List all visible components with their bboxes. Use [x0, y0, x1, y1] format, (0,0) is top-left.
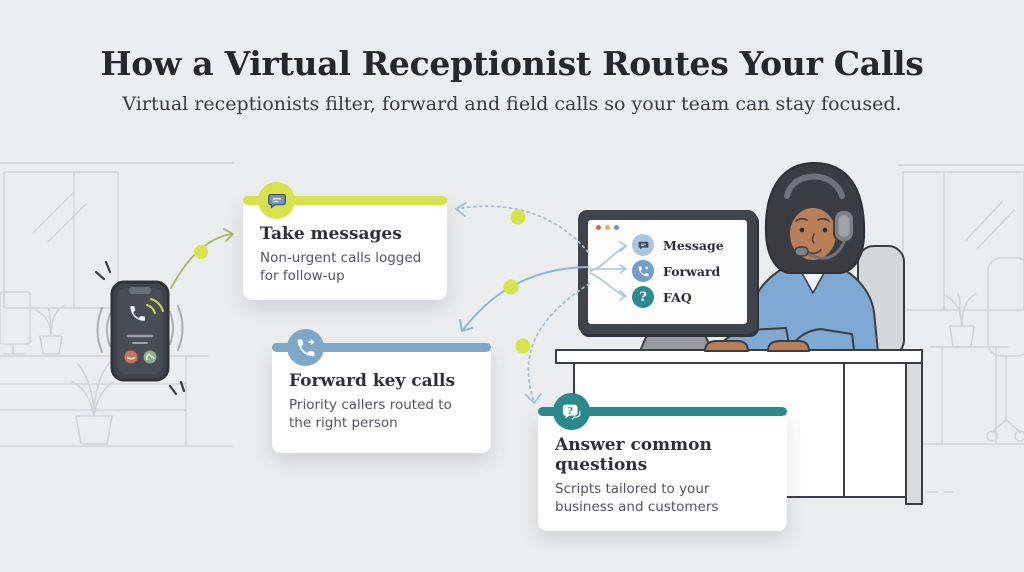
monitor: Message Forward ? FAQ — [578, 210, 757, 334]
svg-text:?: ? — [567, 405, 572, 416]
monitor-options: Message Forward ? FAQ — [632, 232, 724, 310]
monitor-row-label: Message — [663, 237, 724, 253]
monitor-row-label: FAQ — [663, 289, 692, 305]
message-bubble-icon — [632, 234, 654, 256]
card-title: Take messages — [260, 224, 402, 244]
card-take-messages: Take messages Non-urgent calls logged fo… — [243, 182, 447, 300]
card-body: Non-urgent calls logged for follow-up — [260, 250, 422, 284]
phone-forward-icon — [632, 260, 654, 282]
card-forward-key-calls: Forward key calls Priority callers route… — [272, 329, 491, 453]
page-title: How a Virtual Receptionist Routes Your C… — [100, 44, 924, 83]
phone-forward-icon — [287, 329, 324, 366]
branch-arrows-icon — [589, 241, 628, 301]
monitor-row-label: Forward — [663, 263, 721, 279]
speech-bubble-icon — [258, 182, 295, 219]
card-accent-bar — [538, 407, 787, 416]
question-icon: ? — [632, 286, 654, 308]
monitor-row-message: Message — [632, 232, 724, 258]
card-title: Answer common questions — [555, 435, 712, 475]
card-body: Priority callers routed to the right per… — [289, 397, 452, 431]
monitor-row-forward: Forward — [632, 258, 724, 284]
card-accent-bar — [272, 343, 491, 352]
receptionist-illustration — [746, 162, 905, 357]
page-subtitle: Virtual receptionists filter, forward an… — [122, 93, 902, 115]
header: How a Virtual Receptionist Routes Your C… — [0, 0, 1024, 115]
browser-dots-icon — [596, 225, 619, 230]
incoming-call-phone-icon — [94, 260, 186, 396]
card-title: Forward key calls — [289, 371, 456, 391]
question-bubble-icon: ? — [553, 393, 590, 430]
monitor-row-faq: ? FAQ — [632, 284, 724, 310]
card-accent-bar — [243, 196, 447, 205]
monitor-screen: Message Forward ? FAQ — [588, 220, 747, 324]
card-answer-common-questions: ? Answer common questions Scripts tailor… — [538, 393, 787, 531]
card-body: Scripts tailored to your business and cu… — [555, 481, 719, 515]
